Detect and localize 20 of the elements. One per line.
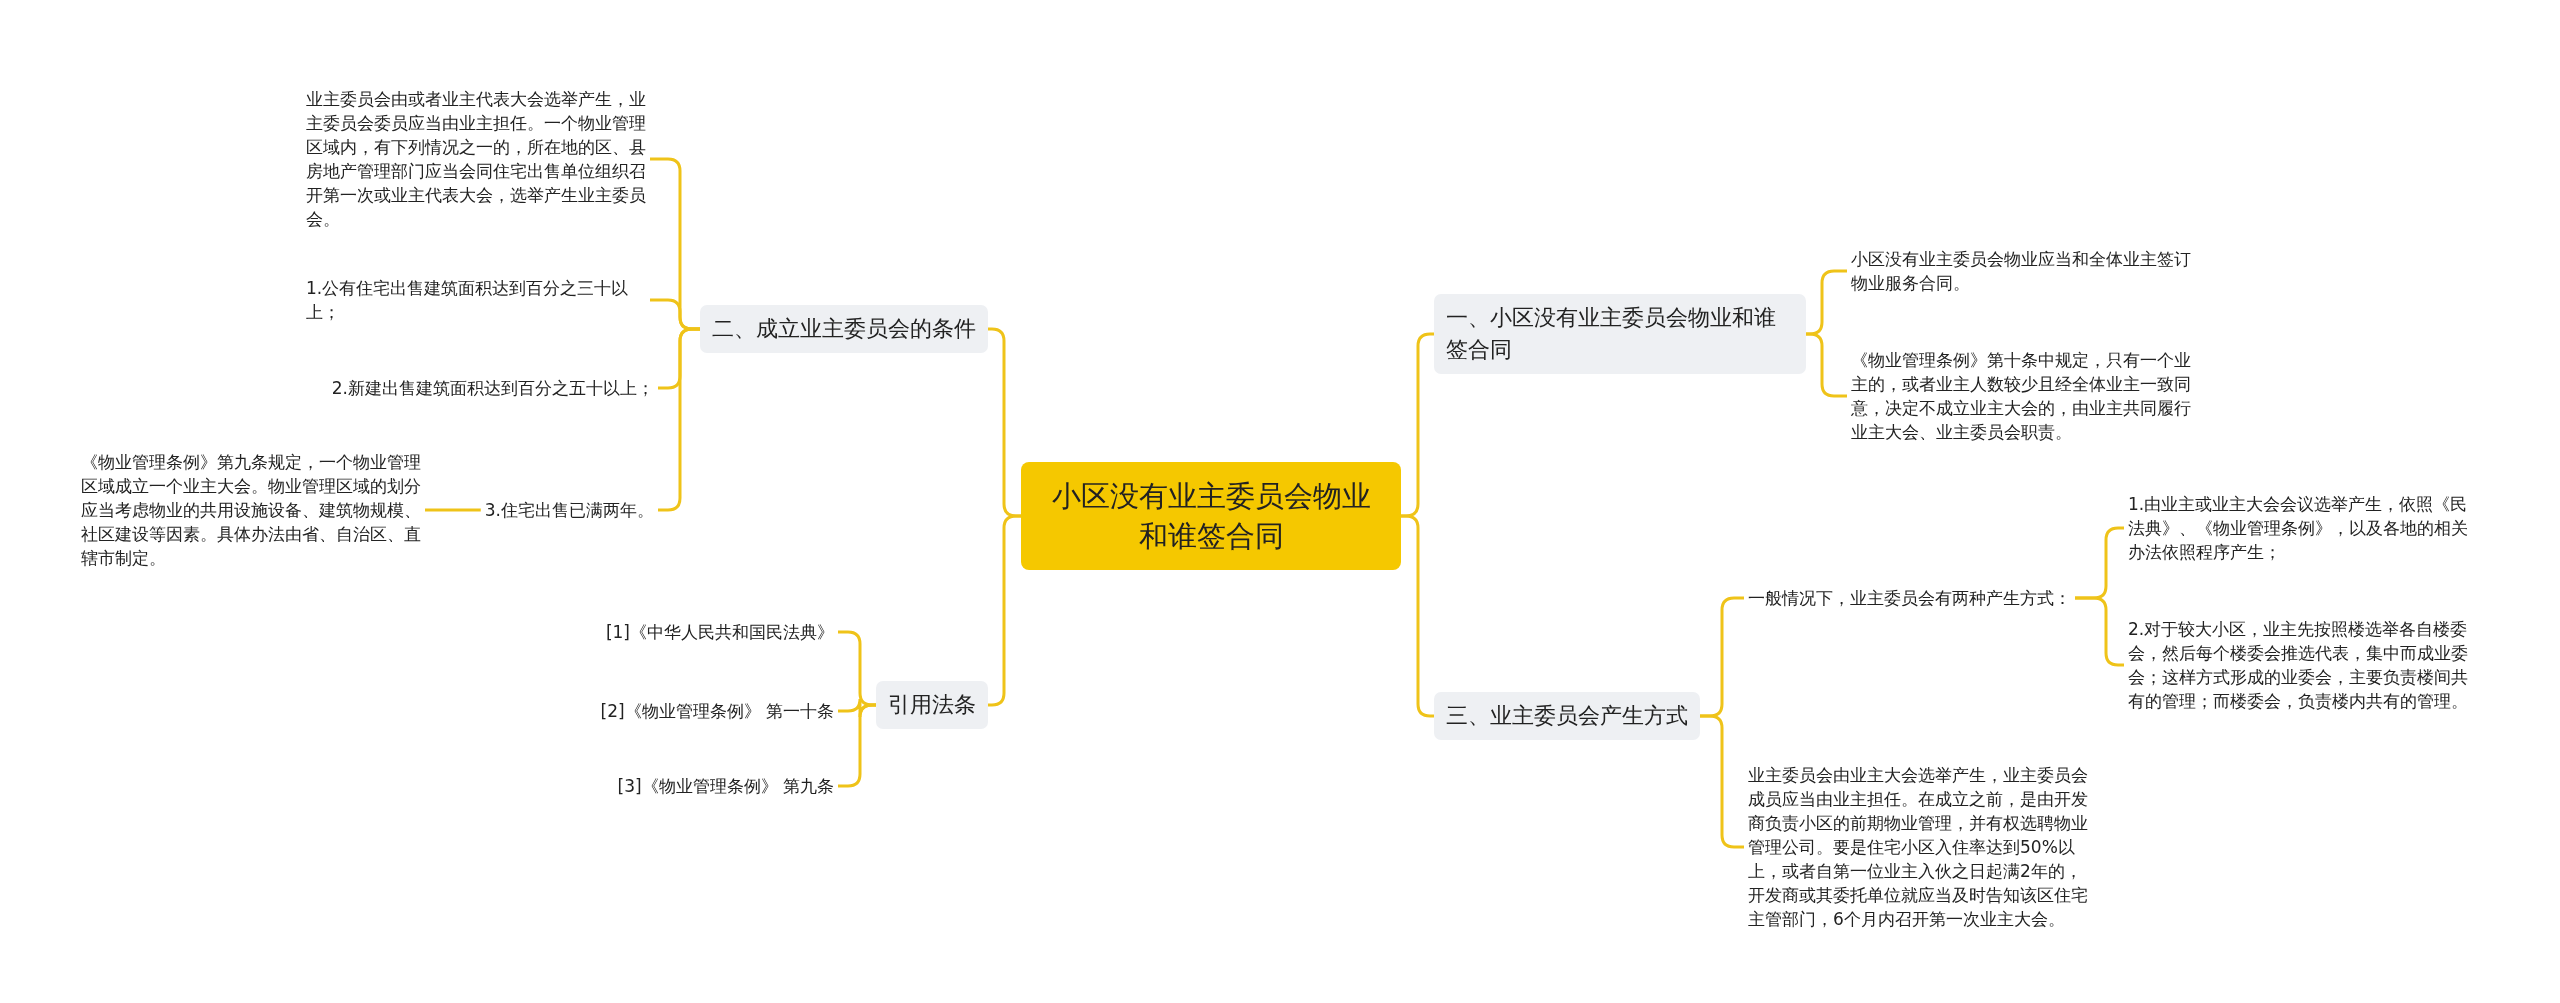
topic-box: 二、成立业主委员会的条件 (700, 305, 988, 353)
note-text: 小区没有业主委员会物业应当和全体业主签订物业服务合同。 (1847, 245, 2195, 297)
note-text: 《物业管理条例》第十条中规定，只有一个业主的，或者业主人数较少且经全体业主一致同意，决定不成立业主大会的，由业主共同履行业主大会、业主委员会职责。 (1847, 346, 2195, 446)
topic-box: 一、小区没有业主委员会物业和谁签合同 (1434, 294, 1806, 374)
note-text: 3.住宅出售已满两年。 (480, 496, 658, 524)
note-text: [2]《物业管理条例》 第一十条 (596, 697, 838, 725)
note-text: 2.新建出售建筑面积达到百分之五十以上； (327, 374, 658, 402)
note-text: 《物业管理条例》第九条规定，一个物业管理区域成立一个业主大会。物业管理区域的划分应当考虑物业的共用设施设备、建筑物规模、社区建设等因素。具体办法由省、自治区、直辖市制定。 (77, 448, 425, 572)
note-text: 业主委员会由或者业主代表大会选举产生，业主委员会委员应当由业主担任。一个物业管理区域内，有下列情况之一的，所在地的区、县房地产管理部门应当会同住宅出售单位组织召开第一次或业主代表大会，选举产生业主委员会。 (302, 85, 650, 233)
note-text: 业主委员会由业主大会选举产生，业主委员会成员应当由业主担任。在成立之前，是由开发商负责小区的前期物业管理，并有权选聘物业管理公司。要是住宅小区入住率达到50%以上，或者自第一位业主入伙之日起满2年的，开发商或其委托单位就应当及时告知该区住宅主管部门，6个月内召开第一次业主大会。 (1744, 761, 2092, 933)
note-text: [3]《物业管理条例》 第九条 (613, 772, 838, 800)
connector-line (425, 508, 481, 512)
note-text: 一般情况下，业主委员会有两种产生方式： (1744, 584, 2075, 612)
note-text: 1.公有住宅出售建筑面积达到百分之三十以上； (302, 274, 650, 326)
topic-box: 三、业主委员会产生方式 (1434, 692, 1700, 740)
note-text: 2.对于较大小区，业主先按照楼选举各自楼委会，然后每个楼委会推选代表，集中而成业委会；这样方式形成的业委会，主要负责楼间共有的管理；而楼委会，负责楼内共有的管理。 (2124, 615, 2472, 715)
central-topic-box: 小区没有业主委员会物业和谁签合同 (1021, 462, 1401, 570)
note-text: 1.由业主或业主大会会议选举产生，依照《民法典》、《物业管理条例》，以及各地的相关办法依照程序产生； (2124, 490, 2472, 566)
topic-box: 引用法条 (876, 681, 988, 729)
note-text: [1]《中华人民共和国民法典》 (601, 618, 838, 646)
